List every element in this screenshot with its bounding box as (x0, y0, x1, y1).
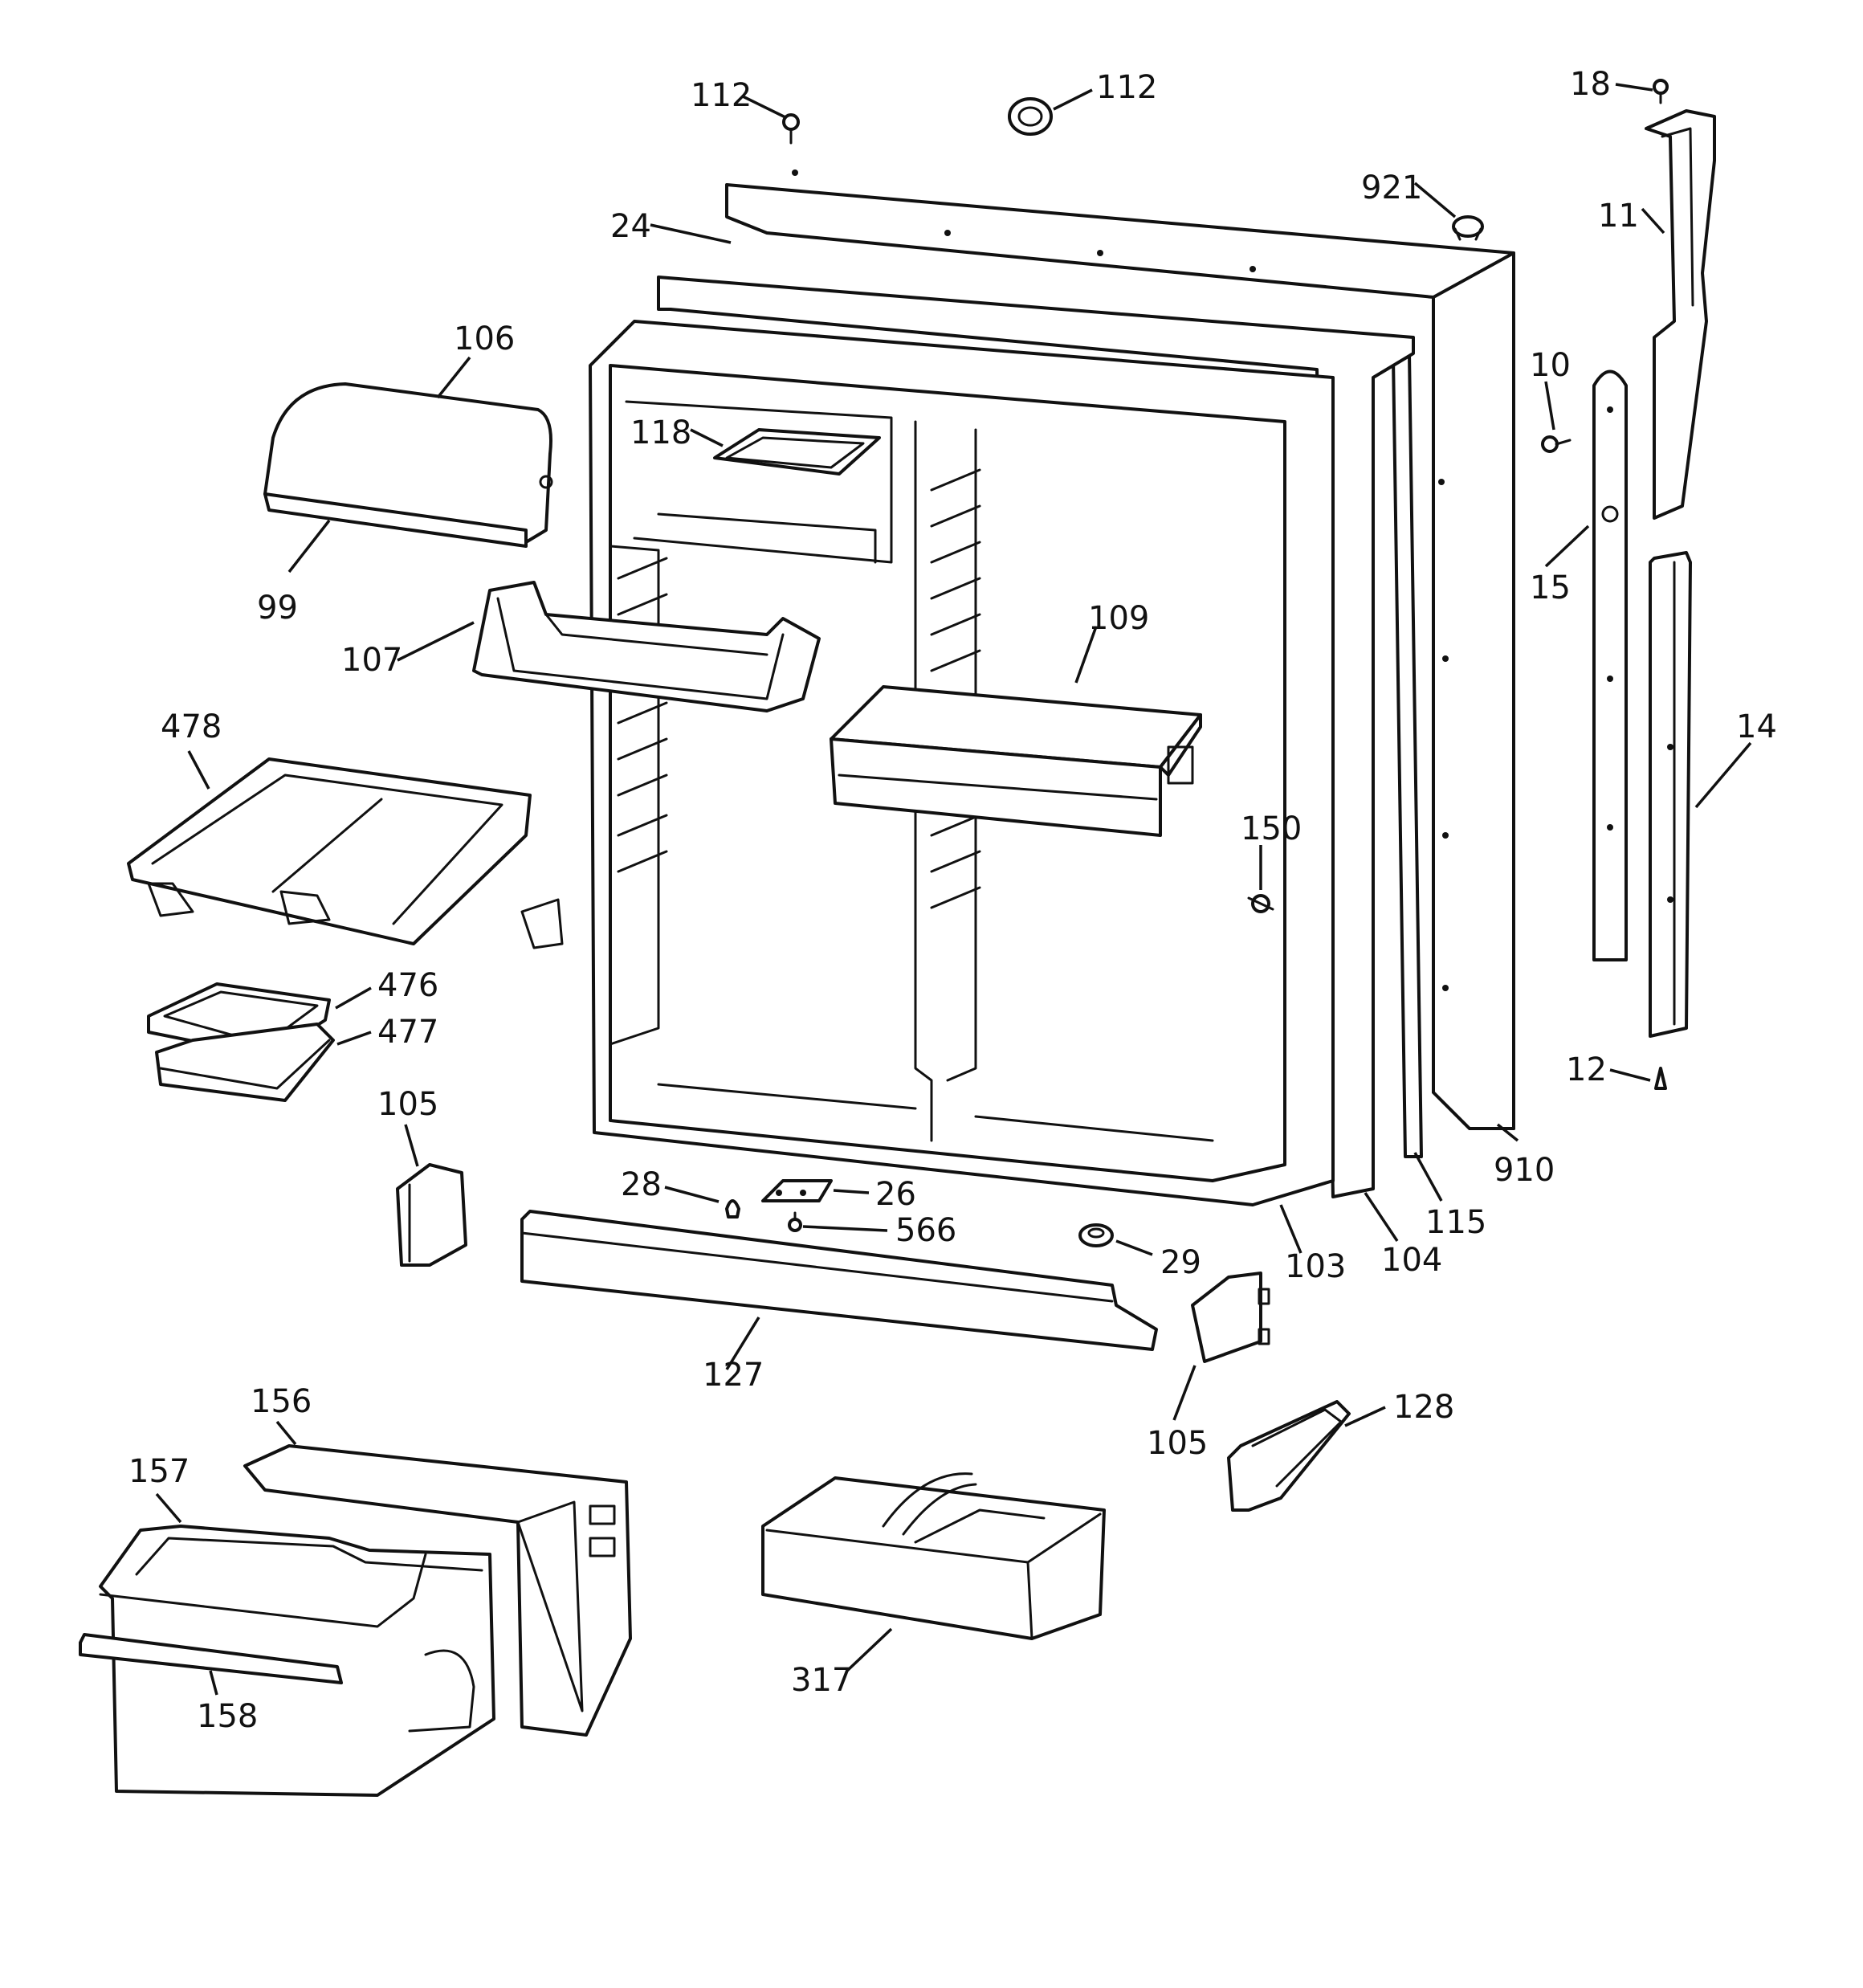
callout-105-left: 105 (377, 1086, 438, 1123)
callout-18: 18 (1570, 66, 1611, 103)
callout-118: 118 (630, 414, 691, 451)
screw-12-icon (1654, 1067, 1667, 1090)
leader-lines (155, 83, 1752, 1696)
screw-112-icon (782, 113, 800, 145)
callout-476: 476 (377, 967, 438, 1004)
door-outer-panel (725, 169, 1515, 1130)
bracket-128 (1227, 1400, 1351, 1512)
callout-158: 158 (197, 1698, 258, 1735)
callout-478: 478 (161, 708, 222, 745)
callout-labels: 112 112 18 921 24 11 106 10 118 99 15 10… (128, 66, 1777, 1735)
plate-26 (761, 1179, 833, 1202)
bracket-105-left (396, 1163, 467, 1267)
door-breaker-strip (1392, 352, 1423, 1158)
callout-105-right: 105 (1147, 1425, 1208, 1462)
callout-15: 15 (1530, 569, 1571, 606)
callout-106: 106 (454, 320, 515, 357)
storage-basket-317 (761, 1472, 1106, 1640)
callout-104: 104 (1381, 1242, 1442, 1279)
callout-921: 921 (1361, 169, 1422, 206)
bracket-105-right (1191, 1272, 1270, 1363)
callout-24: 24 (610, 208, 651, 245)
callout-103: 103 (1285, 1248, 1346, 1285)
pan-477 (155, 1023, 335, 1102)
callout-157: 157 (128, 1453, 190, 1490)
callout-477: 477 (377, 1014, 438, 1051)
screw-10-icon (1541, 435, 1572, 453)
callout-10: 10 (1530, 347, 1571, 384)
rivet-28-icon (725, 1199, 740, 1219)
callout-107: 107 (341, 642, 402, 679)
callout-29: 29 (1160, 1244, 1201, 1281)
screw-566-icon (788, 1211, 802, 1232)
callout-115: 115 (1425, 1204, 1486, 1241)
callout-156: 156 (251, 1383, 312, 1420)
callout-12: 12 (1566, 1051, 1607, 1088)
callout-14: 14 (1736, 708, 1777, 745)
callout-127: 127 (703, 1357, 764, 1394)
callout-11: 11 (1598, 198, 1639, 235)
screw-18-icon (1653, 79, 1669, 104)
plug-112-icon (1008, 97, 1053, 136)
door-shelf-107 (472, 581, 821, 712)
callout-99: 99 (257, 590, 298, 627)
callout-910: 910 (1494, 1152, 1555, 1189)
dairy-compartment-door (713, 428, 881, 476)
door-gasket (657, 276, 1415, 1198)
cover-strip-127 (520, 1210, 1158, 1351)
handle-bottom-piece-14 (1649, 551, 1692, 1038)
callout-128: 128 (1393, 1389, 1454, 1426)
drawer-handle-158 (79, 1633, 343, 1684)
callout-109: 109 (1088, 600, 1149, 637)
crisper-tray-478 (127, 757, 564, 949)
screw-150-icon (1247, 894, 1274, 913)
crisper-cover-156 (243, 1444, 632, 1737)
plug-29-icon (1078, 1223, 1114, 1247)
dairy-compartment-106 (263, 382, 553, 548)
handle-strip-15 (1592, 369, 1628, 961)
callout-150: 150 (1241, 810, 1302, 847)
callout-112-plug: 112 (1096, 69, 1157, 106)
callout-112-screw: 112 (691, 77, 752, 114)
door-bin-109 (830, 685, 1202, 837)
callout-566: 566 (895, 1212, 956, 1249)
handle-top-piece-11 (1645, 109, 1716, 520)
callout-317: 317 (791, 1662, 852, 1699)
plug-921-icon (1452, 215, 1484, 241)
callout-26: 26 (875, 1176, 916, 1213)
callout-28: 28 (621, 1166, 662, 1203)
